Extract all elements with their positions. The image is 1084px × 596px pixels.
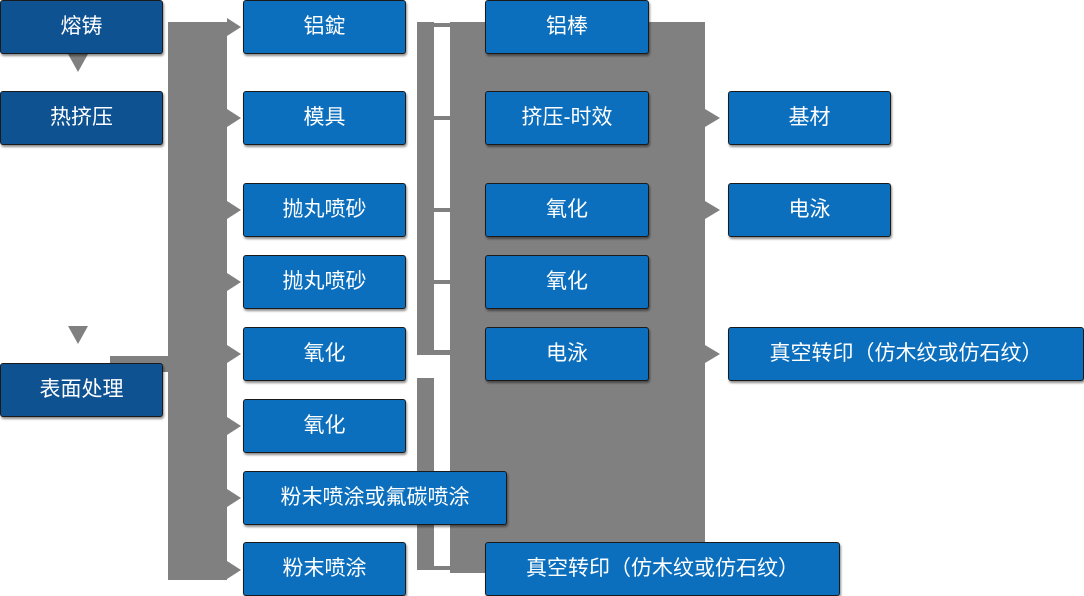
rung-extrusion-aging <box>434 116 452 120</box>
arrow-right-icon-to-shot-blasting-2 <box>227 273 241 291</box>
arrow-down-icon-extrusion-to-surface <box>68 326 88 344</box>
output-box-substrate[interactable]: 基材 <box>728 91 891 145</box>
stage-box-surface-treatment[interactable]: 表面处理 <box>0 363 163 417</box>
operation-label-oxidation-1: 氧化 <box>303 342 346 366</box>
result-label-oxidation-1: 氧化 <box>546 198 588 222</box>
operation-label-powder-or-fluorocarbon: 粉末喷涂或氟碳喷涂 <box>280 486 470 510</box>
output-label-electrophoresis: 电泳 <box>788 198 831 222</box>
arrow-right-icon-to-out-vacuum-transfer <box>705 345 720 363</box>
arrow-right-icon-to-oxidation-2 <box>227 417 241 435</box>
operation-box-shot-blasting-2[interactable]: 抛丸喷砂 <box>243 255 406 309</box>
connector-rail-upper <box>417 22 434 354</box>
operation-box-powder-or-fluorocarbon[interactable]: 粉末喷涂或氟碳喷涂 <box>243 471 507 525</box>
operation-label-shot-blasting-1: 抛丸喷砂 <box>282 198 367 222</box>
arrow-right-icon-to-mold <box>227 109 241 127</box>
operation-box-powder-coating[interactable]: 粉末喷涂 <box>243 542 406 596</box>
arrowheads-trunk-to-operations <box>227 18 241 579</box>
operation-box-aluminum-ingot[interactable]: 铝錠 <box>243 0 406 54</box>
result-box-aluminum-bar[interactable]: 铝棒 <box>485 0 649 54</box>
arrow-right-icon-to-substrate <box>705 109 720 127</box>
rung-oxidation-1 <box>434 208 452 212</box>
arrow-right-icon-to-shot-blasting-1 <box>227 201 241 219</box>
stage-label-hot-extrusion: 热挤压 <box>50 106 113 130</box>
operation-label-shot-blasting-2: 抛丸喷砂 <box>282 270 367 294</box>
result-box-oxidation-2[interactable]: 氧化 <box>485 255 649 309</box>
arrowheads-results-to-outputs <box>705 109 720 363</box>
operation-box-oxidation-2[interactable]: 氧化 <box>243 399 406 453</box>
rung-oxidation-2 <box>434 280 452 284</box>
arrow-right-icon-to-powder-or-fluorocarbon <box>227 489 241 507</box>
arrow-right-icon-to-aluminum-ingot <box>227 18 241 36</box>
output-label-vacuum-transfer: 真空转印（仿木纹或仿石纹） <box>769 342 1043 366</box>
output-box-electrophoresis[interactable]: 电泳 <box>728 183 891 237</box>
result-box-vacuum-transfer[interactable]: 真空转印（仿木纹或仿石纹） <box>485 542 840 596</box>
stage-label-surface-treatment: 表面处理 <box>39 378 124 402</box>
stage-box-hot-extrusion[interactable]: 热挤压 <box>0 91 163 145</box>
result-label-oxidation-2: 氧化 <box>546 270 588 294</box>
stage-box-melt-cast[interactable]: 熔铸 <box>0 0 163 54</box>
operation-label-powder-coating: 粉末喷涂 <box>282 557 367 581</box>
result-box-extrusion-aging[interactable]: 挤压-时效 <box>485 91 649 145</box>
operation-label-oxidation-2: 氧化 <box>303 414 346 438</box>
result-box-electrophoresis[interactable]: 电泳 <box>485 327 649 381</box>
operation-label-aluminum-ingot: 铝錠 <box>303 15 346 39</box>
operation-box-oxidation-1[interactable]: 氧化 <box>243 327 406 381</box>
arrow-right-icon-to-powder-coating <box>227 561 241 579</box>
operation-box-mold[interactable]: 模具 <box>243 91 406 145</box>
result-label-vacuum-transfer: 真空转印（仿木纹或仿石纹） <box>526 557 799 581</box>
output-box-vacuum-transfer[interactable]: 真空转印（仿木纹或仿石纹） <box>728 327 1084 381</box>
stage-label-melt-cast: 熔铸 <box>60 15 103 39</box>
arrow-down-icon-melt-to-extrusion <box>68 54 88 72</box>
result-box-oxidation-1[interactable]: 氧化 <box>485 183 649 237</box>
operation-box-shot-blasting-1[interactable]: 抛丸喷砂 <box>243 183 406 237</box>
arrow-right-icon-to-out-electrophoresis <box>705 201 720 219</box>
result-label-extrusion-aging: 挤压-时效 <box>521 106 613 130</box>
rung-electrophoresis <box>417 350 452 355</box>
operation-label-mold: 模具 <box>303 106 346 130</box>
result-label-electrophoresis: 电泳 <box>546 342 588 366</box>
arrow-right-icon-to-oxidation-1 <box>227 345 241 363</box>
rung-vacuum-transfer <box>434 566 452 570</box>
result-label-aluminum-bar: 铝棒 <box>546 15 588 39</box>
rung-aluminum-bar <box>434 23 452 27</box>
output-label-substrate: 基材 <box>788 106 831 130</box>
